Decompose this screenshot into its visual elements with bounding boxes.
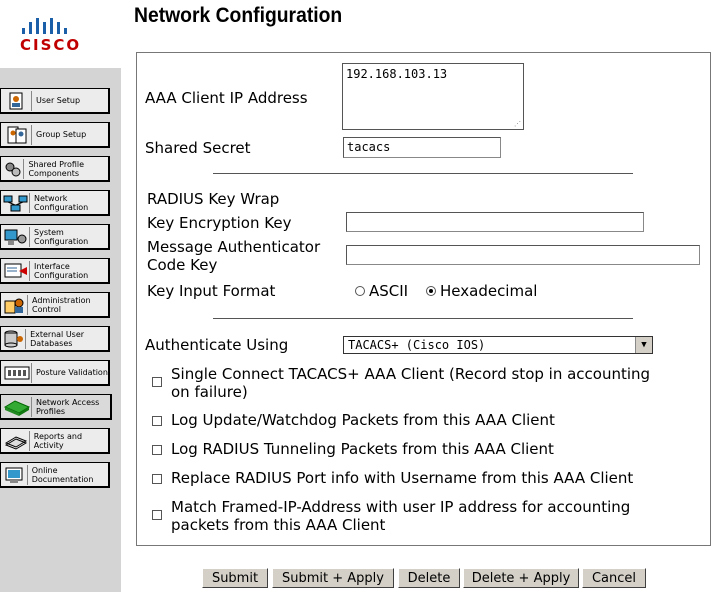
delete-button[interactable]: Delete	[398, 568, 460, 588]
shared-secret-input[interactable]: tacacs	[343, 137, 501, 158]
submit-button[interactable]: Submit	[202, 568, 268, 588]
sidebar-item-online-documentation[interactable]: Online Documentation	[0, 462, 110, 488]
single-connect-label: Single Connect TACACS+ AAA Client (Recor…	[171, 365, 651, 401]
key-format-label: Key Input Format	[147, 282, 276, 300]
replace-radius-port-label: Replace RADIUS Port info with Username f…	[171, 469, 634, 487]
cisco-wordmark: CISCO	[20, 36, 82, 54]
sidebar-item-interface-configuration[interactable]: Interface Configuration	[0, 258, 110, 284]
resize-grip-icon[interactable]: ⋰	[514, 120, 521, 128]
replace-radius-port-checkbox[interactable]	[152, 474, 162, 484]
system-icon	[3, 226, 29, 248]
kek-label: Key Encryption Key	[147, 214, 292, 232]
radio-hexadecimal[interactable]: Hexadecimal	[426, 282, 537, 300]
match-framed-ip-label: Match Framed-IP-Address with user IP add…	[171, 498, 631, 534]
user-icon	[3, 90, 31, 112]
submit-apply-button[interactable]: Submit + Apply	[272, 568, 394, 588]
divider	[213, 318, 633, 319]
log-update-watchdog-checkbox[interactable]	[152, 416, 162, 426]
sidebar-item-group-setup[interactable]: Group Setup	[0, 122, 110, 148]
mack-input[interactable]	[346, 245, 700, 265]
radio-hexadecimal-icon[interactable]	[426, 286, 436, 296]
group-icon	[3, 124, 31, 146]
match-framed-ip-checkbox[interactable]	[152, 510, 162, 520]
cancel-button[interactable]: Cancel	[582, 568, 646, 588]
sidebar-item-shared-profile-components[interactable]: Shared Profile Components	[0, 156, 110, 182]
delete-apply-button[interactable]: Delete + Apply	[463, 568, 579, 588]
log-radius-tunneling-checkbox[interactable]	[152, 445, 162, 455]
docs-icon	[3, 464, 27, 486]
sidebar-item-network-configuration[interactable]: Network Configuration	[0, 190, 110, 216]
sidebar-item-system-configuration[interactable]: System Configuration	[0, 224, 110, 250]
sidebar-item-reports-and-activity[interactable]: Reports and Activity	[0, 428, 110, 454]
cisco-logo: CISCO	[0, 0, 120, 68]
authenticate-using-select[interactable]: TACACS+ (Cisco IOS) ▼	[343, 336, 653, 354]
admin-icon	[3, 294, 27, 316]
client-ip-label: AAA Client IP Address	[145, 89, 308, 107]
log-radius-tunneling-label: Log RADIUS Tunneling Packets from this A…	[171, 440, 554, 458]
page-title: Network Configuration	[134, 4, 343, 27]
shared-secret-label: Shared Secret	[145, 139, 251, 157]
sidebar-item-administration-control[interactable]: Administration Control	[0, 292, 110, 318]
reports-icon	[3, 430, 29, 452]
single-connect-checkbox[interactable]	[152, 377, 162, 387]
access-profiles-icon	[3, 396, 31, 418]
mack-label-line1: Message Authenticator	[147, 238, 321, 256]
radio-ascii-icon[interactable]	[355, 286, 365, 296]
interface-icon	[3, 260, 29, 282]
radio-ascii[interactable]: ASCII	[355, 282, 408, 300]
components-icon	[3, 158, 23, 180]
chevron-down-icon[interactable]: ▼	[635, 337, 652, 353]
form-panel	[136, 52, 711, 546]
sidebar: User Setup Group Setup Shared Profile Co…	[0, 68, 121, 592]
database-icon	[3, 328, 25, 350]
sidebar-item-posture-validation[interactable]: Posture Validation	[0, 360, 110, 386]
network-icon	[3, 192, 29, 214]
posture-icon	[3, 362, 31, 384]
mack-label-line2: Code Key	[147, 256, 218, 274]
kek-input[interactable]	[346, 212, 644, 232]
log-update-watchdog-label: Log Update/Watchdog Packets from this AA…	[171, 411, 555, 429]
authenticate-using-label: Authenticate Using	[145, 336, 289, 354]
sidebar-item-user-setup[interactable]: User Setup	[0, 88, 110, 114]
radius-key-wrap-header: RADIUS Key Wrap	[147, 190, 280, 208]
client-ip-textarea[interactable]: 192.168.103.13 ⋰	[342, 63, 524, 130]
divider	[213, 173, 633, 174]
sidebar-item-external-user-databases[interactable]: External User Databases	[0, 326, 110, 352]
sidebar-item-network-access-profiles[interactable]: Network Access Profiles	[0, 394, 112, 420]
